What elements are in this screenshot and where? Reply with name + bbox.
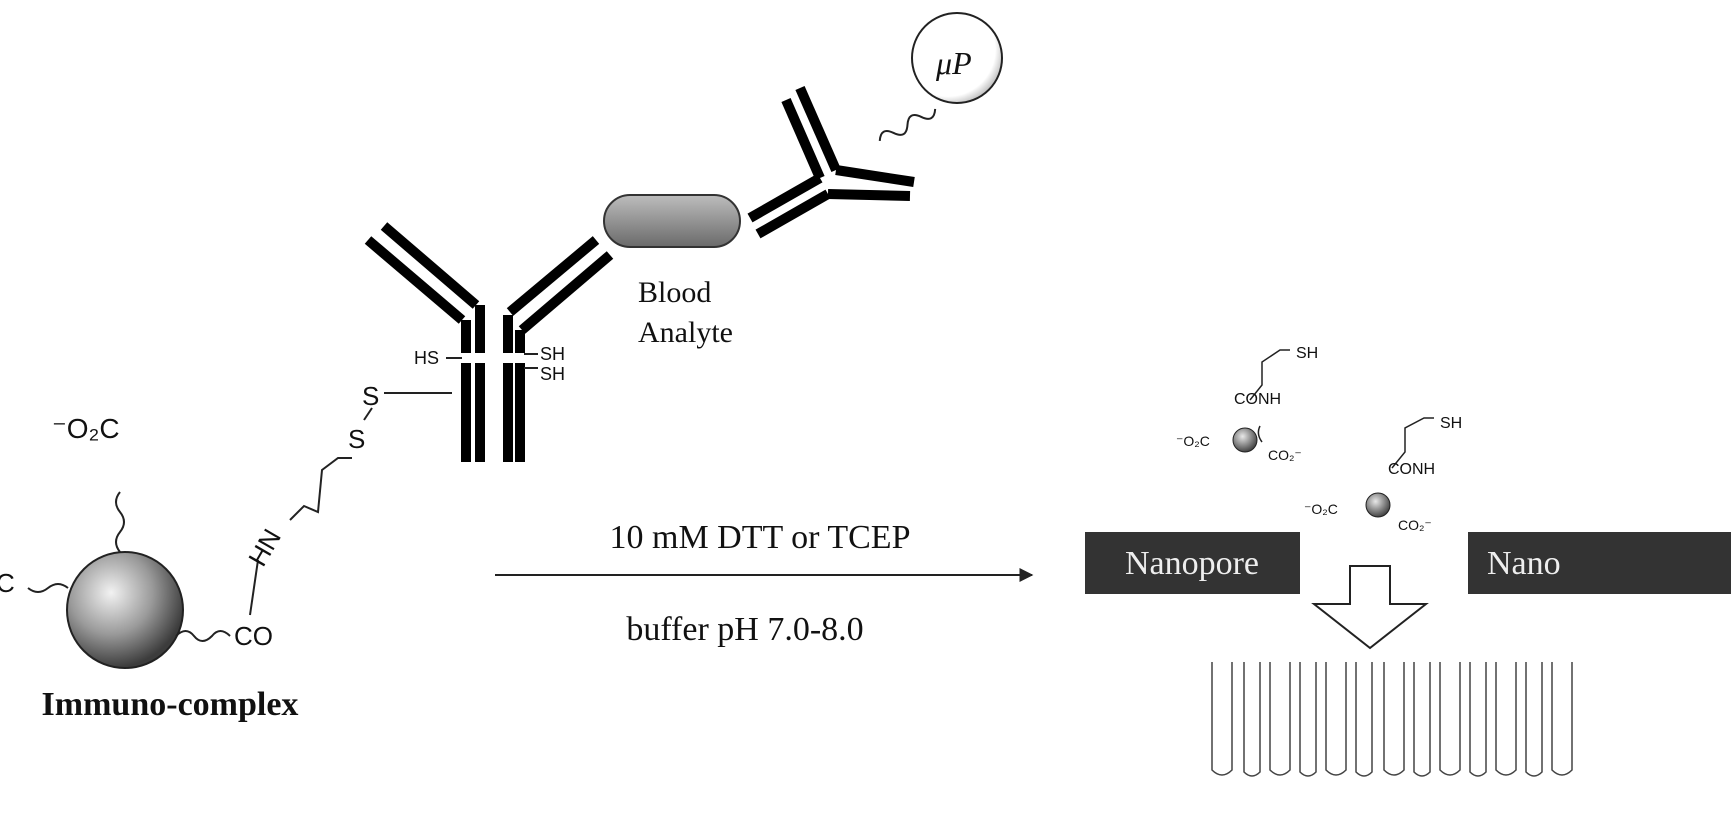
fragment-bead-2: [1366, 493, 1390, 517]
micro-particle-label: μP: [935, 45, 972, 81]
fragment-bead-1: [1233, 428, 1257, 452]
fragment-2-right: CO₂⁻: [1398, 517, 1432, 533]
capture-antibody: [368, 226, 610, 462]
fragment-1-conh: CONH: [1234, 391, 1281, 408]
linker-right: [176, 631, 230, 641]
particle-linker: [877, 104, 938, 146]
nanopore-right-label: Nano: [1487, 545, 1561, 582]
fragment-2-conh: CONH: [1388, 461, 1435, 478]
thiol-sh-label-2: SH: [540, 364, 565, 384]
translocation-arrow: [1314, 566, 1426, 648]
linker-top: [116, 492, 124, 552]
sulfur-label-1: S: [362, 381, 379, 411]
detection-antibody: [750, 88, 914, 234]
fragment-1-right: CO₂⁻: [1268, 447, 1302, 463]
reagent-label: 10 mM DTT or TCEP: [610, 519, 911, 556]
thiol-sh-label-1: SH: [540, 344, 565, 364]
buffer-label: buffer pH 7.0-8.0: [626, 611, 863, 648]
immuno-complex-caption: Immuno-complex: [42, 686, 299, 723]
fragment-1-sh: SH: [1296, 345, 1318, 362]
linker-left: [28, 584, 68, 592]
hinge-gap: [458, 353, 528, 363]
alkyl-chain: [290, 458, 352, 520]
current-trace: [1212, 662, 1572, 776]
amine-label: HN: [242, 524, 287, 572]
fragment-1-left: ⁻O₂C: [1176, 433, 1210, 449]
thiol-hs-label: HS: [414, 348, 439, 368]
fragment-2-left: ⁻O₂C: [1304, 501, 1338, 517]
magnetic-bead: [67, 552, 183, 668]
carboxylate-top-label: ⁻O₂C: [52, 413, 120, 444]
fragment-2-sh: SH: [1440, 415, 1462, 432]
blood-analyte-pill: [604, 195, 740, 247]
sulfur-label-2: S: [348, 424, 365, 454]
nanopore-left-label: Nanopore: [1125, 545, 1259, 582]
analyte-label-line2: Analyte: [638, 316, 733, 349]
analyte-label-line1: Blood: [638, 276, 711, 309]
carbonyl-label: CO: [234, 621, 273, 651]
amide-bond: [250, 560, 258, 615]
carboxylate-left-label: C: [0, 568, 15, 598]
